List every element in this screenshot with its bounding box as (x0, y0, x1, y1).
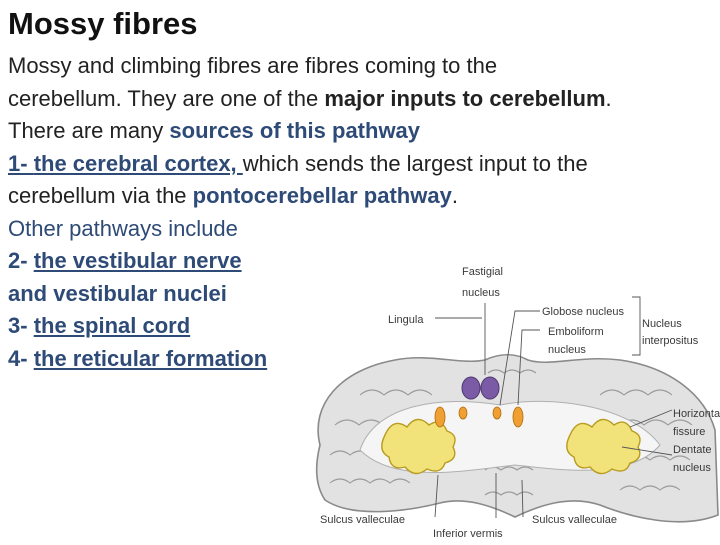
globose-nucleus-right (492, 406, 502, 420)
dentate-nucleus-right (566, 418, 641, 475)
text-segment: which sends the largest input to the (242, 150, 588, 176)
emboliform-nucleus-left (434, 406, 446, 428)
emphasis-major-inputs: major inputs to cerebellum (324, 85, 606, 111)
fastigial-nucleus-left (461, 376, 481, 400)
label-fastigial: Fastigial (462, 266, 503, 278)
list-number: 4- (8, 345, 34, 371)
emboliform-nucleus-right (512, 406, 524, 428)
link-spinal-cord[interactable]: the spinal cord (33, 313, 191, 338)
text-segment: . (451, 183, 458, 208)
link-reticular-formation[interactable]: the reticular formation (33, 345, 268, 371)
label-emboliform-2: nucleus (548, 344, 586, 356)
text-segment: . (605, 85, 612, 111)
text-segment: Mossy and climbing fibres are fibres com… (8, 53, 498, 78)
link-cerebral-cortex[interactable]: the cerebral cortex, (33, 150, 243, 176)
label-sulcus-left: Sulcus valleculae (320, 514, 405, 526)
label-interpositus: Nucleus (642, 318, 682, 330)
leader-lines (434, 296, 673, 518)
list-number: 2- (8, 248, 34, 273)
text-line-9: 3- the spinal cord (8, 310, 714, 343)
text-segment: There are many (8, 118, 170, 143)
label-inferior-vermis: Inferior vermis (433, 528, 503, 540)
emphasis-pontocerebellar: pontocerebellar pathway (192, 183, 452, 208)
label-horizontal: Horizontal (673, 408, 720, 420)
text-line-3: There are many sources of this pathway (8, 115, 714, 148)
list-number: 1- (8, 150, 34, 176)
label-lingula: Lingula (388, 314, 424, 326)
text-line-4: 1- the cerebral cortex, which sends the … (8, 148, 714, 181)
text-line-10: 4- the reticular formation (8, 343, 714, 376)
slide-body: Mossy and climbing fibres are fibres com… (8, 50, 714, 375)
label-horizontal-2: fissure (673, 426, 705, 438)
label-emboliform: Emboliform (548, 326, 604, 338)
label-sulcus-right: Sulcus valleculae (532, 514, 617, 526)
text-segment: cerebellum. They are one of the (8, 85, 325, 111)
text-segment: cerebellum via the (8, 183, 193, 208)
slide-title: Mossy fibres (8, 6, 198, 41)
list-number: 3- (8, 313, 34, 338)
label-dentate: Dentate (673, 444, 712, 456)
cerebellum-diagram: Fastigial nucleus Lingula Globose nucleu… (300, 255, 720, 540)
globose-nucleus-left (458, 406, 468, 420)
text-line-6: Other pathways include (8, 213, 714, 246)
text-line-2: cerebellum. They are one of the major in… (8, 83, 714, 116)
label-fastigial-2: nucleus (462, 287, 500, 299)
text-segment: Other pathways include (8, 215, 238, 241)
text-line-7: 2- the vestibular nerve (8, 245, 714, 278)
label-dentate-2: nucleus (673, 462, 711, 474)
link-vestibular-nerve[interactable]: the vestibular nerve (33, 248, 242, 273)
text-line-1: Mossy and climbing fibres are fibres com… (8, 50, 714, 83)
emphasis-sources: sources of this pathway (169, 118, 421, 143)
label-globose: Globose nucleus (542, 306, 624, 318)
dentate-nucleus-left (381, 418, 456, 475)
text-line-5: cerebellum via the pontocerebellar pathw… (8, 180, 714, 213)
fastigial-nucleus-right (480, 376, 500, 400)
text-line-8: and vestibular nuclei (8, 278, 714, 311)
text-segment: and vestibular nuclei (8, 280, 227, 306)
label-interpositus-2: interpositus (642, 335, 699, 347)
